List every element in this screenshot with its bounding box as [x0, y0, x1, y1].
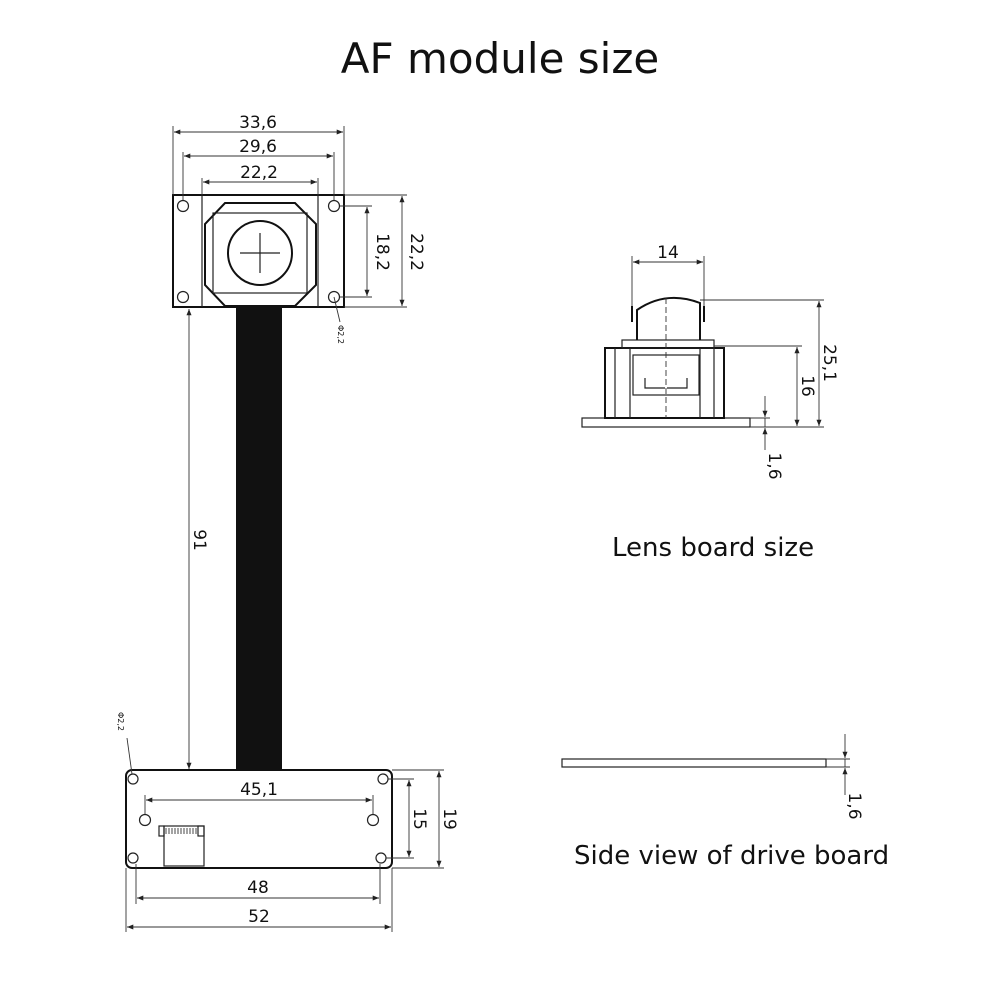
drive-board-top-view: 45,1 15 19 48 52 Φ2,2: [116, 712, 459, 932]
lens-holder-octagon: [204, 202, 317, 307]
dim-drive-width: 52: [248, 907, 270, 927]
cable-body: [236, 308, 282, 770]
lens-board-side-view: 14 25,1 16 1,6: [581, 243, 839, 480]
dim-module-height-holes: 18,2: [372, 233, 392, 271]
dim-drive-hole-diameter: Φ2,2: [116, 712, 125, 731]
lens-circle: [227, 220, 293, 286]
caption-lens-board: Lens board size: [612, 533, 815, 563]
lens-pcb: [581, 417, 751, 428]
lens-barrel-ring: [621, 339, 715, 349]
dim-drive-height: 19: [439, 808, 459, 830]
module-hole-br: [327, 290, 341, 304]
dim-drive-outer-span: 48: [247, 878, 269, 898]
module-hole-bl: [176, 290, 190, 304]
dim-drive-inner-span: 45,1: [240, 780, 278, 800]
dim-module-width-inner: 22,2: [240, 163, 278, 183]
drive-hole-inner-right: [366, 813, 380, 827]
drive-hole-br: [375, 852, 387, 864]
af-module-top-view: 33,6 29,6 22,2 18,2 22,2 Φ2,2: [172, 113, 426, 344]
dim-lens-width: 14: [657, 243, 679, 263]
module-hole-tl: [176, 199, 190, 213]
dim-drive-side-thickness: 1,6: [844, 792, 864, 819]
dim-drive-inner-height: 15: [409, 808, 429, 830]
page-title: AF module size: [340, 34, 660, 83]
drive-hole-tr: [377, 773, 389, 785]
dim-cable-length: 91: [189, 529, 209, 551]
drive-hole-inner-left: [138, 813, 152, 827]
dim-module-width-holes: 29,6: [239, 137, 277, 157]
module-hole-tr: [327, 199, 341, 213]
drive-board-outline: [125, 769, 393, 869]
lens-barrel: [636, 296, 701, 340]
lens-holder-square: [212, 212, 308, 294]
drive-hole-bl: [127, 852, 139, 864]
caption-drive-board-side: Side view of drive board: [574, 841, 890, 871]
lens-holder-body: [604, 347, 725, 419]
drive-hole-tl: [127, 773, 139, 785]
dim-module-height-outer: 22,2: [406, 233, 426, 271]
dim-module-hole-diameter: Φ2,2: [336, 325, 345, 344]
dim-lens-body-height: 16: [797, 375, 817, 397]
dim-module-width-outer: 33,6: [239, 113, 277, 133]
cable-connector: [163, 825, 205, 867]
dim-lens-total-height: 25,1: [819, 344, 839, 382]
dim-lens-pcb-thickness: 1,6: [764, 452, 784, 479]
ribbon-cable: 91: [186, 308, 282, 770]
drive-board-side-outline: [561, 758, 827, 768]
drive-board-side-view: 1,6: [561, 734, 864, 820]
connector-pins: [165, 828, 197, 834]
